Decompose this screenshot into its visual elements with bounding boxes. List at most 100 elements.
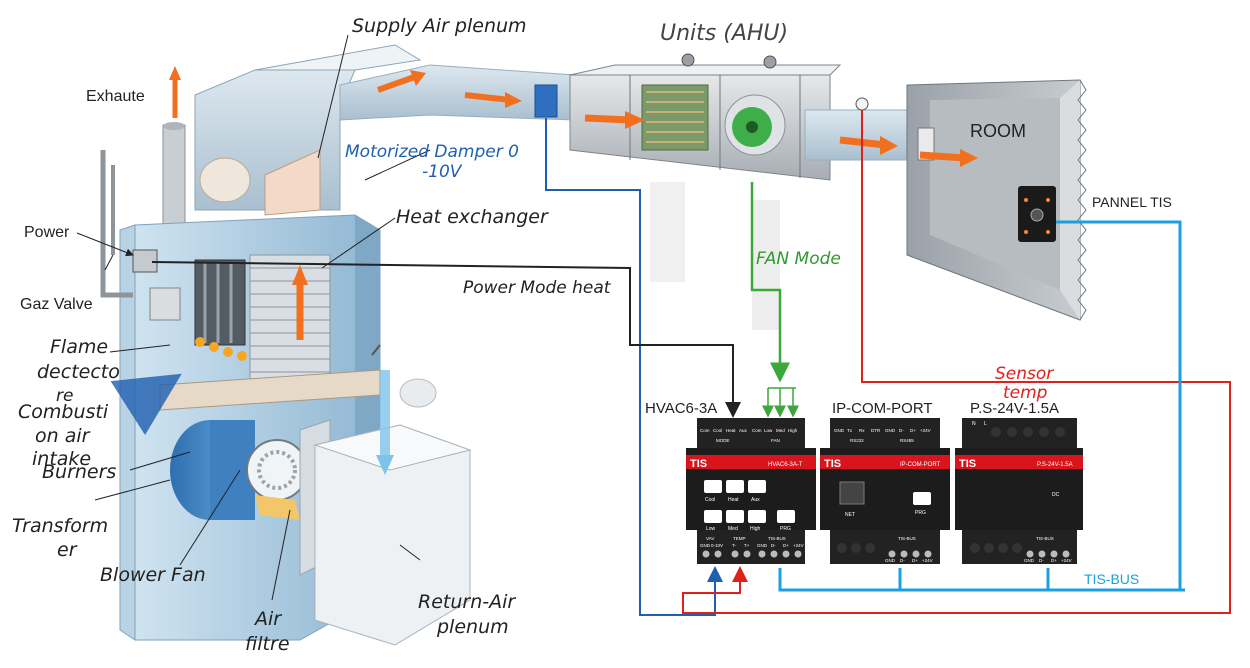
psu-bottom-terminal: D- xyxy=(1039,558,1044,563)
ipcom-model: IP-COM-PORT xyxy=(900,462,941,468)
label-blower-fan: Blower Fan xyxy=(100,564,206,586)
hvac-top-terminal: High xyxy=(788,428,798,433)
psu-top-terminal: N xyxy=(972,421,976,427)
hvac-fan-label: FAN xyxy=(771,438,780,443)
label-pannel-tis: PANNEL TIS xyxy=(1092,194,1172,210)
hvac-bottom-terminal: GND xyxy=(757,543,768,548)
hvac-button-label: High xyxy=(750,526,761,532)
ipcom-top-terminal: +24V xyxy=(920,428,931,433)
ipcom-prg-label: PRG xyxy=(915,510,926,516)
ahu xyxy=(569,53,842,181)
hvac-bottom-terminal: T- xyxy=(732,543,737,548)
ipcom-net-label: NET xyxy=(845,512,855,518)
label-tis-bus: TIS-BUS xyxy=(1084,571,1139,587)
ipcom-rs485: RS485 xyxy=(900,438,914,443)
label-transformer-2: er xyxy=(57,539,78,561)
ipcom-bottom-terminal: GND xyxy=(885,558,896,563)
psu-bus-label: TIS-BUS xyxy=(1036,536,1054,541)
ipcom-bottom-terminal: D- xyxy=(900,558,905,563)
hvac-top-terminal: Med xyxy=(776,428,785,433)
shadow-block xyxy=(752,200,780,330)
hvac-bottom-group: TEMP xyxy=(733,536,746,541)
ipcom-module-title: IP-COM-PORT xyxy=(832,400,933,417)
label-flame-detector: Flame xyxy=(50,336,108,358)
room xyxy=(906,79,1087,321)
psu-model: P.S-24V-1.5A xyxy=(1037,462,1073,468)
hvac-bottom-terminal: D+ xyxy=(783,543,789,548)
label-motorized-damper-2: -10V xyxy=(422,162,463,182)
hvac-top-terminal: Com xyxy=(752,428,762,433)
hvac-top-terminal: Low xyxy=(764,428,773,433)
ipcom-top-terminal: D- xyxy=(899,428,904,433)
label-sensor-temp: Sensor xyxy=(995,364,1054,384)
label-air-filter: Air xyxy=(253,608,282,630)
supply-duct xyxy=(339,64,576,121)
psu-bottom-terminal: D+ xyxy=(1051,558,1057,563)
label-fan-mode: FAN Mode xyxy=(756,249,841,269)
hvac-module-title: HVAC6-3A xyxy=(645,400,717,417)
hvac-button-label: Aux xyxy=(751,497,760,503)
label-sensor-temp-2: temp xyxy=(1003,383,1048,403)
psu-top-terminal: L xyxy=(984,421,987,427)
hvac-module xyxy=(686,418,816,564)
hvac-button-label: Cool xyxy=(705,497,715,503)
label-return-air-2: plenum xyxy=(436,616,509,638)
label-combustion-3: intake xyxy=(32,448,91,470)
hvac-mode-label: MODE xyxy=(716,438,730,443)
label-burners: Burners xyxy=(42,461,116,483)
ipcom-top-terminal: Tx xyxy=(847,428,853,433)
psu-brand: TIS xyxy=(959,458,976,470)
hvac-top-terminal: Aux xyxy=(739,428,748,433)
ipcom-top-terminal: Rx xyxy=(859,428,865,433)
ipcom-brand: TIS xyxy=(824,458,841,470)
ipcom-bottom-terminal: D+ xyxy=(912,558,918,563)
ipcom-bus-label: TIS-BUS xyxy=(898,536,916,541)
label-power-mode-heat: Power Mode heat xyxy=(463,278,612,298)
hvac-bottom-group: TIS-BUS xyxy=(768,536,786,541)
ipcom-top-terminal: GND xyxy=(885,428,896,433)
ipcom-top-terminal: DTR xyxy=(871,428,881,433)
label-supply-air-plenum: Supply Air plenum xyxy=(352,15,527,37)
label-flame-detector-3: re xyxy=(56,386,73,406)
furnace xyxy=(100,44,472,646)
label-transformer: Transform xyxy=(12,515,108,537)
label-combustion-2: on air xyxy=(35,425,91,447)
psu-bottom-terminal: +24V xyxy=(1061,558,1072,563)
label-air-filter-2: filtre xyxy=(245,633,290,655)
ipcom-top-terminal: D+ xyxy=(910,428,916,433)
module-text: TIS HVAC6-3A-T Com Cool Heat Aux Com Low… xyxy=(690,421,1073,563)
hvac-top-terminal: Heat xyxy=(726,428,736,433)
psu-module xyxy=(955,418,1083,564)
hvac-bottom-group: VAV xyxy=(706,536,714,541)
shadow-block xyxy=(650,182,685,282)
hvac-bottom-terminal: T+ xyxy=(744,543,750,548)
psu-dc-label: DC xyxy=(1052,492,1060,498)
hvac-bottom-terminal: 0-10V xyxy=(711,543,723,548)
hvac-brand: TIS xyxy=(690,458,707,470)
label-power: Power xyxy=(24,224,70,241)
labels: Supply Air plenum Units (AHU) Exhaute RO… xyxy=(12,15,1172,655)
ipcom-bottom-terminal: +24V xyxy=(922,558,933,563)
ipcom-module xyxy=(820,418,950,564)
label-gaz-valve: Gaz Valve xyxy=(20,296,93,313)
hvac-top-terminal: Cool xyxy=(713,428,722,433)
hvac-button-label: Med xyxy=(728,526,738,532)
ipcom-top-terminal: GND xyxy=(834,428,845,433)
label-return-air: Return-Air xyxy=(418,591,516,613)
hvac-button-label: Heat xyxy=(728,497,739,503)
psu-module-title: P.S-24V-1.5A xyxy=(970,400,1059,417)
label-room: ROOM xyxy=(970,121,1026,141)
label-exhaust: Exhaute xyxy=(86,88,145,105)
label-heat-exchanger: Heat exchanger xyxy=(396,206,549,228)
hvac-bottom-terminal: D- xyxy=(771,543,776,548)
wires xyxy=(76,34,1231,616)
hvac-model: HVAC6-3A-T xyxy=(768,462,803,468)
label-combustion: Combusti xyxy=(18,401,109,423)
hvac-button-label: Low xyxy=(706,526,716,532)
label-flame-detector-2: dectecto xyxy=(37,361,120,383)
psu-bottom-terminal: GND xyxy=(1024,558,1035,563)
label-motorized-damper: Motorized Damper 0 xyxy=(345,142,519,162)
hvac-bottom-terminal: GND xyxy=(700,543,711,548)
